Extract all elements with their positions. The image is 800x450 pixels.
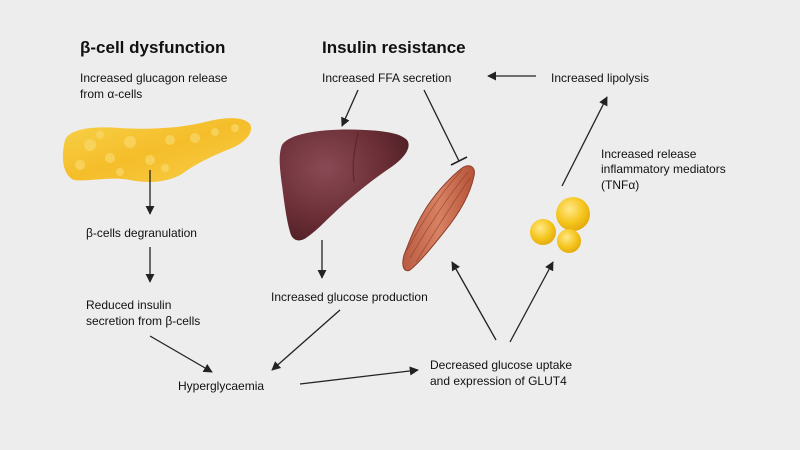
arrow-hyperglycaemia-to-uptake — [299, 366, 419, 385]
label-ffa-secretion: Increased FFA secretion — [322, 71, 452, 85]
label-uptake-line2: and expression of GLUT4 — [430, 374, 567, 388]
label-degranulation: β-cells degranulation — [86, 226, 197, 240]
arrow-adipocytes-to-inflammatory — [561, 96, 608, 187]
label-inflammatory-line3: (TNFα) — [601, 178, 640, 192]
inhibitor-ffa-to-muscle — [423, 89, 460, 162]
arrow-reduced-to-hyperglycaemia — [149, 335, 213, 373]
inhibitor-bar — [450, 156, 468, 166]
adipocytes-illustration — [530, 197, 590, 253]
label-uptake-line1: Decreased glucose uptake — [430, 358, 573, 372]
arrow-uptake-to-adipocytes — [509, 261, 554, 343]
label-glucagon-line2: from α-cells — [80, 87, 143, 101]
label-inflammatory-line1: Increased release — [601, 147, 697, 161]
label-glucose-production: Increased glucose production — [271, 290, 428, 304]
arrow-ffa-to-liver — [341, 89, 359, 127]
pancreas-illustration — [62, 118, 252, 182]
muscle-illustration — [402, 165, 475, 272]
heading-insulin-resistance: Insulin resistance — [322, 38, 466, 57]
label-inflammatory-line2: inflammatory mediators — [601, 162, 726, 176]
label-hyperglycaemia: Hyperglycaemia — [178, 379, 265, 393]
label-reduced-line2: secretion from β-cells — [86, 314, 201, 328]
label-glucagon-line1: Increased glucagon release — [80, 71, 228, 85]
heading-beta-cell-dysfunction: β-cell dysfunction — [80, 38, 226, 57]
arrow-uptake-to-muscle — [451, 261, 497, 341]
arrow-glucose-production-to-hyperglycaemia — [271, 309, 341, 371]
label-reduced-line1: Reduced insulin — [86, 298, 172, 312]
liver-illustration — [279, 129, 409, 241]
label-lipolysis: Increased lipolysis — [551, 71, 650, 85]
